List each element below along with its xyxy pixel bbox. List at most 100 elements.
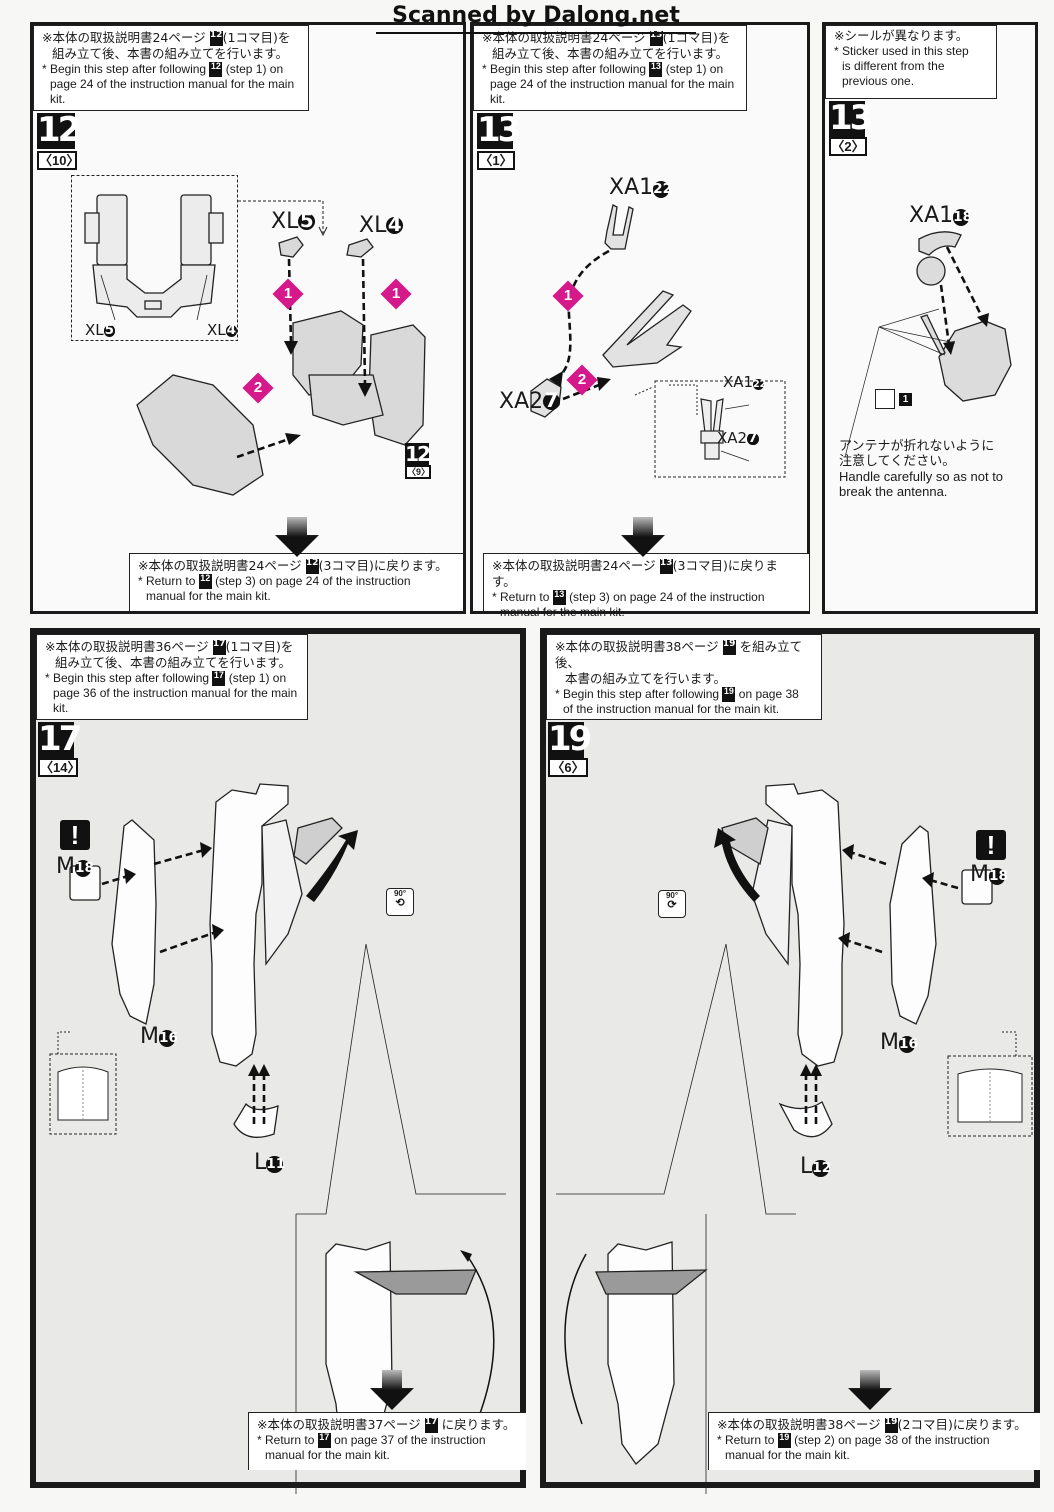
note-text: * Begin this step after following bbox=[555, 687, 720, 701]
note-text: (step 1) on bbox=[228, 671, 287, 685]
note-text: of the instruction manual for the main k… bbox=[563, 702, 780, 717]
note-text: (step 1) on bbox=[665, 62, 724, 76]
note-text: (step 1) on bbox=[225, 62, 284, 76]
ref-step-12-badge: 12 bbox=[405, 442, 431, 466]
return-arrow-icon bbox=[275, 517, 319, 557]
substep-number: 〈2〉 bbox=[829, 137, 867, 156]
assembled-view-inset bbox=[71, 175, 328, 341]
return-arrow-icon bbox=[848, 1370, 892, 1410]
step-19-panel: ※本体の取扱説明書38ページ 19 を組み立て後、 本書の組み立てを行います。 … bbox=[540, 628, 1040, 1494]
step-12-intro-note: ※本体の取扱説明書24ページ 12(1コマ目)を 組み立て後、本書の組み立てを行… bbox=[33, 25, 309, 111]
part-label-xa2-7: XA27 bbox=[499, 389, 560, 414]
order-marker-1: 1 bbox=[272, 278, 304, 310]
note-text: ※本体の取扱説明書24ページ bbox=[42, 30, 206, 45]
step-13-1-parts-drawing bbox=[530, 204, 786, 478]
note-text: page 36 of the instruction manual for th… bbox=[53, 686, 298, 716]
step-ref-badge: 13 bbox=[649, 31, 663, 46]
note-text: * Begin this step after following bbox=[45, 671, 210, 685]
part-label-xl5-inset: XL5 bbox=[85, 321, 116, 339]
part-label-m18: M18 bbox=[970, 862, 1008, 887]
note-text: ※本体の取扱説明書24ページ bbox=[492, 558, 656, 573]
inset-label-xa1: XA122 bbox=[723, 373, 767, 391]
step-17-return-note: ※本体の取扱説明書37ページ 17 に戻ります。 * Return to 17 … bbox=[248, 1412, 526, 1470]
part-label-xl5: XL5 bbox=[271, 209, 316, 234]
step-ref-badge: 17 bbox=[317, 1433, 331, 1449]
note-text: アンテナが折れないように bbox=[839, 439, 995, 454]
leg-armor-drawing bbox=[49, 783, 506, 1494]
note-text: (3コマ目)に戻ります。 bbox=[492, 558, 778, 589]
note-text: ※本体の取扱説明書38ページ bbox=[717, 1417, 881, 1432]
note-text: page 24 of the instruction manual for th… bbox=[50, 77, 295, 107]
note-text: ※本体の取扱説明書38ページ bbox=[555, 639, 719, 654]
note-text: ※本体の取扱説明書36ページ bbox=[45, 639, 209, 654]
step-13-1-panel: ※本体の取扱説明書24ページ 13(1コマ目)を 組み立て後、本書の組み立てを行… bbox=[470, 22, 810, 619]
step-ref-badge: 17 bbox=[424, 1418, 438, 1433]
step-12-panel: ※本体の取扱説明書24ページ 12(1コマ目)を 組み立て後、本書の組み立てを行… bbox=[30, 22, 466, 614]
order-marker-2: 2 bbox=[566, 364, 598, 396]
step-ref-badge: 17 bbox=[212, 640, 226, 655]
note-text: を組み立て後、 bbox=[555, 639, 803, 670]
step-number: 13 bbox=[477, 110, 521, 150]
substep-number: 〈14〉 bbox=[38, 758, 81, 777]
inset-label-xa2: XA27 bbox=[717, 429, 759, 447]
sticker-1-label: 1 bbox=[875, 389, 912, 409]
note-text: Handle carefully so as not to bbox=[839, 469, 1004, 484]
note-text: に戻ります。 bbox=[441, 1417, 516, 1432]
step-13-1-return-note: ※本体の取扱説明書24ページ 13(3コマ目)に戻ります。 * Return t… bbox=[483, 553, 809, 619]
warning-icon: ! bbox=[60, 820, 90, 850]
part-label-m18: M18 bbox=[56, 854, 94, 879]
note-text: 本書の組み立てを行います。 bbox=[565, 671, 727, 686]
sticker-change-note: ※シールが異なります。 * Sticker used in this step … bbox=[825, 25, 997, 99]
step-ref-badge: 12 bbox=[305, 559, 319, 574]
note-text: is different from the bbox=[842, 59, 945, 73]
return-arrow-icon bbox=[621, 517, 665, 557]
part-label-m16: M16 bbox=[880, 1030, 918, 1055]
substep-number: 〈1〉 bbox=[477, 151, 515, 170]
step-ref-badge: 19 bbox=[722, 687, 736, 703]
note-text: * Begin this step after following bbox=[482, 62, 647, 76]
note-text: manual for the main kit. bbox=[725, 1448, 850, 1463]
note-text: manual for the main kit. bbox=[146, 589, 271, 604]
note-text: * Begin this step after following bbox=[42, 62, 207, 76]
note-text: 組み立て後、本書の組み立てを行います。 bbox=[55, 655, 292, 670]
sticker-icon bbox=[875, 389, 895, 409]
step-ref-badge: 13 bbox=[659, 559, 673, 574]
note-text: manual for the main kit. bbox=[500, 605, 625, 620]
step-13-2-panel: ※シールが異なります。 * Sticker used in this step … bbox=[822, 22, 1038, 614]
step-13-1-intro-note: ※本体の取扱説明書24ページ 13(1コマ目)を 組み立て後、本書の組み立てを行… bbox=[473, 25, 747, 111]
step-number: 19 bbox=[548, 719, 592, 759]
substep-number: 〈6〉 bbox=[548, 758, 588, 777]
part-label-xa1-22: XA122 bbox=[609, 175, 673, 200]
note-text: (step 3) on page 24 of the instruction bbox=[569, 590, 765, 604]
order-marker-2: 2 bbox=[242, 372, 274, 404]
step-19-return-note: ※本体の取扱説明書38ページ 19(2コマ目)に戻ります。 * Return t… bbox=[708, 1412, 1040, 1470]
part-label-l11: L11 bbox=[254, 1150, 286, 1175]
step-ref-badge: 12 bbox=[198, 574, 212, 590]
note-text: * Return to bbox=[138, 574, 196, 588]
note-text: page 24 of the instruction manual for th… bbox=[490, 77, 735, 107]
step-ref-badge: 13 bbox=[552, 590, 566, 606]
step-number: 13 bbox=[829, 98, 873, 138]
note-text: ※本体の取扱説明書24ページ bbox=[138, 558, 302, 573]
step-12-parts-drawing bbox=[136, 236, 426, 496]
note-text: break the antenna. bbox=[839, 484, 948, 499]
note-text: 組み立て後、本書の組み立てを行います。 bbox=[492, 46, 729, 61]
note-text: manual for the main kit. bbox=[265, 1448, 390, 1463]
step-19-intro-note: ※本体の取扱説明書38ページ 19 を組み立て後、 本書の組み立てを行います。 … bbox=[546, 634, 822, 720]
order-marker-1: 1 bbox=[380, 278, 412, 310]
leg-armor-drawing bbox=[556, 783, 1033, 1494]
step-17-intro-note: ※本体の取扱説明書36ページ 17(1コマ目)を 組み立て後、本書の組み立てを行… bbox=[36, 634, 308, 720]
note-text: (step 3) on page 24 of the instruction bbox=[215, 574, 411, 588]
part-label-l12: L12 bbox=[800, 1154, 832, 1179]
step-ref-badge: 19 bbox=[777, 1433, 791, 1449]
note-text: ※本体の取扱説明書37ページ bbox=[257, 1417, 421, 1432]
note-text: * Return to bbox=[257, 1433, 315, 1447]
step-ref-badge: 13 bbox=[649, 62, 663, 78]
antenna-caution: アンテナが折れないように 注意してください。 Handle carefully … bbox=[839, 439, 1035, 499]
note-text: (3コマ目)に戻ります。 bbox=[318, 558, 448, 573]
note-text: on page 37 of the instruction bbox=[334, 1433, 486, 1447]
note-text: * Return to bbox=[492, 590, 550, 604]
step-ref-badge: 12 bbox=[209, 31, 223, 46]
part-label-xa1-18: XA118 bbox=[909, 203, 973, 228]
step-number: 12 bbox=[37, 110, 81, 150]
